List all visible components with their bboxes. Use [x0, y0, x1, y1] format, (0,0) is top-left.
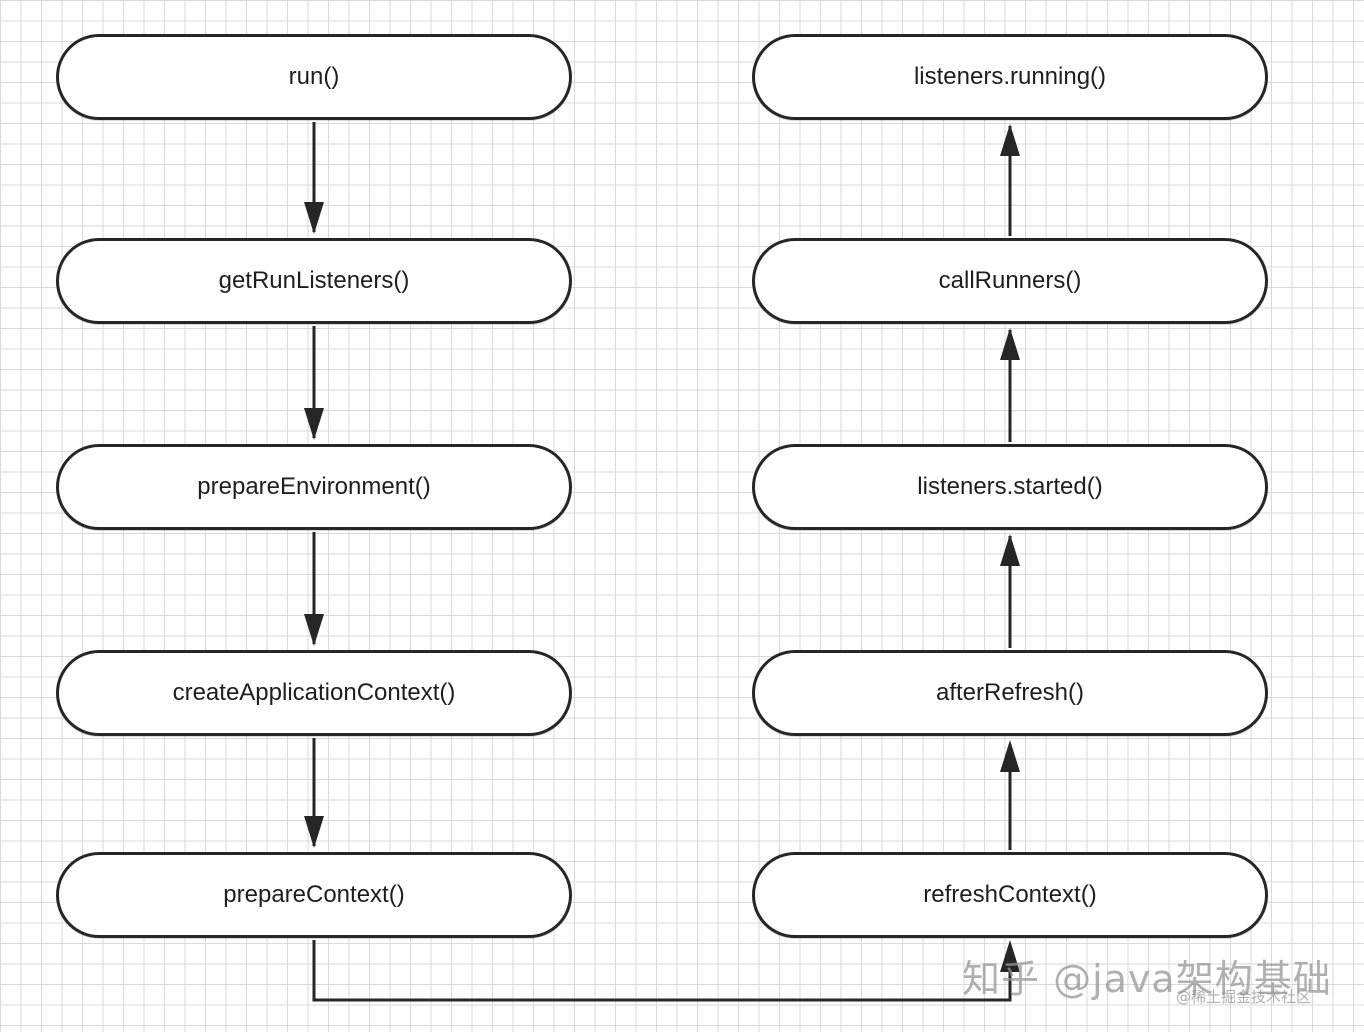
arrowhead-up	[1000, 328, 1020, 360]
node-label: prepareEnvironment()	[197, 473, 431, 500]
node-label: getRunListeners()	[218, 267, 410, 294]
arrowhead-up	[1000, 740, 1020, 772]
arrow-preparecontext-to-refreshcontext	[312, 940, 1012, 1002]
node-label: run()	[288, 63, 340, 90]
arrowhead-down	[304, 816, 324, 848]
arrowhead-down	[304, 614, 324, 646]
node-call-runners: callRunners()	[752, 238, 1268, 324]
node-label: afterRefresh()	[935, 679, 1085, 706]
node-refresh-context: refreshContext()	[752, 852, 1268, 938]
node-label: refreshContext()	[923, 881, 1097, 908]
node-after-refresh: afterRefresh()	[752, 650, 1268, 736]
watermark-zhihu: 知乎 @java架构基础	[962, 957, 1332, 1001]
arrowhead-up	[1000, 940, 1020, 972]
arrowhead-down	[304, 202, 324, 234]
node-label: listeners.started()	[917, 473, 1103, 500]
node-create-application-context: createApplicationContext()	[56, 650, 572, 736]
arrowhead-down	[304, 408, 324, 440]
node-listeners-running: listeners.running()	[752, 34, 1268, 120]
arrowhead-up	[1000, 124, 1020, 156]
node-label: prepareContext()	[223, 881, 405, 908]
node-run: run()	[56, 34, 572, 120]
node-label: callRunners()	[938, 267, 1082, 294]
node-label: listeners.running()	[913, 63, 1107, 90]
arrowhead-up	[1000, 534, 1020, 566]
node-prepare-environment: prepareEnvironment()	[56, 444, 572, 530]
node-prepare-context: prepareContext()	[56, 852, 572, 938]
watermark-juejin: @稀土掘金技术社区	[1176, 988, 1312, 1006]
node-listeners-started: listeners.started()	[752, 444, 1268, 530]
node-get-run-listeners: getRunListeners()	[56, 238, 572, 324]
node-label: createApplicationContext()	[172, 679, 456, 706]
